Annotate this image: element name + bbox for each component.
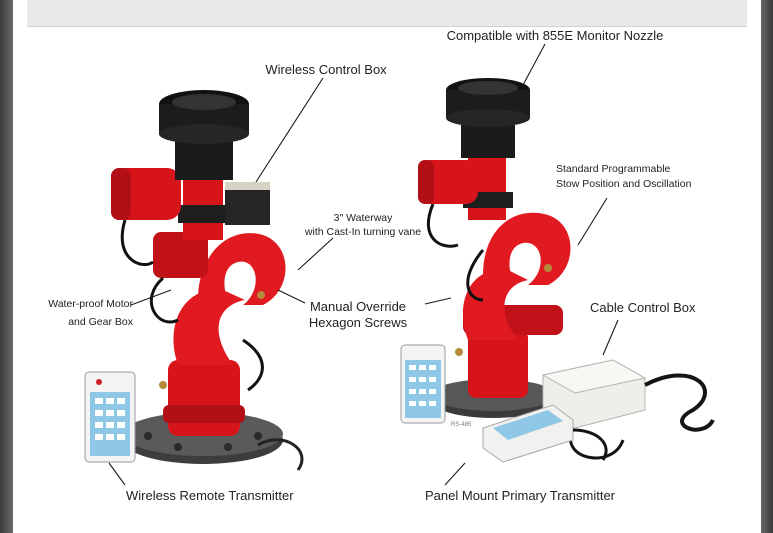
label-wireless-remote-transmitter: Wireless Remote Transmitter [126, 488, 294, 503]
label-compatible-nozzle: Compatible with 855E Monitor Nozzle [446, 28, 664, 43]
label-motor-line2: and Gear Box [68, 316, 133, 328]
left-wireless-control-box [225, 185, 270, 225]
left-lower-elbow [173, 289, 245, 365]
label-panel-mount-transmitter: Panel Mount Primary Transmitter [425, 488, 616, 503]
left-s-pipe [198, 233, 286, 305]
left-gear-motor [153, 232, 208, 278]
label-override-line1: Manual Override [309, 299, 407, 314]
left-frame [0, 0, 13, 533]
product-sheet: Compatible with 855E Monitor Nozzle Wire… [13, 0, 761, 533]
label-cable-control-box: Cable Control Box [590, 300, 696, 315]
right-monitor [400, 78, 715, 463]
product-illustration [84, 43, 715, 486]
label-cable-tag: RS-485 [451, 422, 472, 428]
label-motor-line1: Water-proof Motor [48, 298, 133, 310]
right-frame [761, 0, 773, 533]
callout-lines [108, 43, 619, 486]
label-stow-line1: Standard Programmable [556, 163, 671, 175]
top-header-bar [27, 0, 747, 27]
label-stow-line2: Stow Position and Oscillation [556, 178, 692, 190]
label-override-line2: Hexagon Screws [308, 315, 408, 330]
label-waterway-line1: 3" Waterway [333, 212, 393, 224]
left-monitor [84, 90, 304, 471]
label-wireless-control-box: Wireless Control Box [265, 62, 387, 77]
label-waterway-line2: with Cast-In turning vane [304, 226, 422, 238]
